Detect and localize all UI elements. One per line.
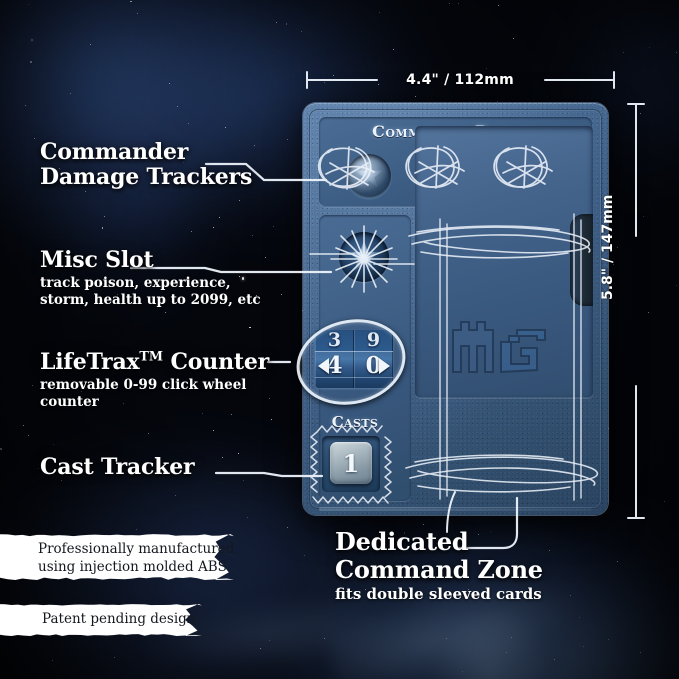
- casts-label: Casts: [331, 413, 379, 431]
- counter-digit-top-left: 3: [327, 330, 342, 351]
- ng-logo-icon: [452, 321, 546, 374]
- banner-patent: [0, 604, 202, 636]
- callout-heading: Commander Damage Trackers: [40, 139, 253, 190]
- callout-dedicated-command-zone: Dedicated Command Zone fits double sleev…: [335, 528, 575, 604]
- cast-die-value: 1: [342, 448, 360, 478]
- command-zone-recess[interactable]: [415, 126, 593, 398]
- counter-digit-top-right: 9: [366, 330, 381, 351]
- callout-heading: LifeTraxTM Counter: [40, 350, 295, 375]
- callout-misc-slot: Misc Slot track poison, experience, stor…: [40, 248, 305, 309]
- callout-heading-tail: Counter: [163, 349, 270, 375]
- counter-left-arrow-icon[interactable]: [318, 358, 329, 374]
- banner-patent-text: Patent pending design.: [42, 611, 200, 627]
- banner-manufacturing: [0, 534, 234, 580]
- callout-heading: Dedicated Command Zone: [335, 527, 543, 584]
- thumb-notch: [570, 214, 593, 306]
- banner-manufacturing-text: Professionally manufactured using inject…: [38, 541, 235, 575]
- callout-commander-damage-trackers: Commander Damage Trackers: [40, 140, 290, 189]
- lifetrax-counter-wheel[interactable]: 3 4 9 0: [315, 330, 393, 388]
- counter-digit-main-right: 0: [365, 352, 382, 379]
- callout-cast-tracker: Cast Tracker: [40, 455, 270, 480]
- callout-heading: Misc Slot: [40, 247, 154, 273]
- dimension-height-label: 5.8" / 147mm: [600, 194, 616, 300]
- callout-subtext: track poison, experience, storm, health …: [40, 274, 261, 308]
- tray-bottom-rim: [319, 507, 592, 511]
- callout-subtext: fits double sleeved cards: [335, 585, 542, 604]
- misc-slot-recess[interactable]: [339, 232, 389, 282]
- callout-subtext: removable 0-99 click wheel counter: [40, 376, 247, 410]
- callout-heading-name: LifeTrax: [40, 349, 140, 375]
- cast-tracker-die[interactable]: 1: [330, 442, 372, 484]
- callout-lifetrax-counter: LifeTraxTM Counter removable 0-99 click …: [40, 350, 295, 411]
- dimension-width-label: 4.4" / 112mm: [406, 72, 514, 88]
- callout-heading: Cast Tracker: [40, 454, 195, 480]
- counter-digit-main-left: 4: [326, 352, 343, 379]
- dimension-width: 4.4" / 112mm: [305, 72, 615, 92]
- trademark-mark: TM: [139, 349, 164, 365]
- commander-damage-dial[interactable]: [347, 154, 391, 198]
- counter-right-arrow-icon[interactable]: [379, 358, 390, 374]
